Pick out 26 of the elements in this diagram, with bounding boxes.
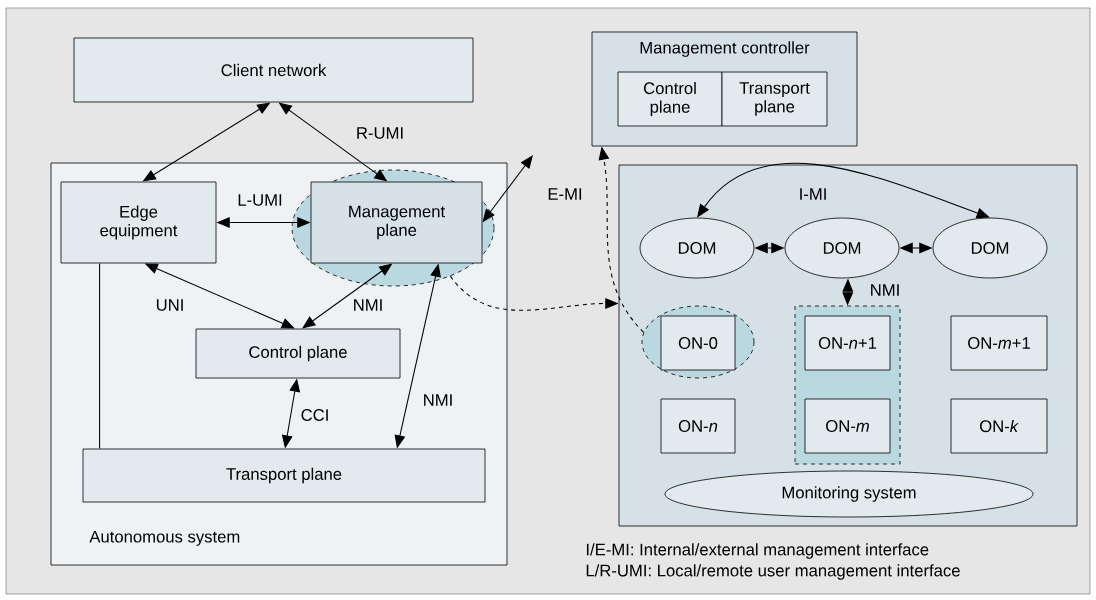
plane-box: Control plane — [617, 71, 723, 127]
node-box: ON-k — [950, 398, 1048, 454]
node-box: ON-m+1 — [950, 315, 1048, 371]
node-box: ON-n — [660, 398, 736, 454]
node-box: ON-n+1 — [804, 315, 891, 371]
edge-label: CCI — [301, 409, 328, 421]
network-box: Client network — [73, 37, 474, 103]
plane-box: Management plane — [310, 181, 483, 264]
edge-label: UNI — [156, 299, 183, 311]
node-box: ON-m — [804, 398, 891, 454]
edge-label: L-UMI — [238, 194, 282, 206]
edge-label: E-MI — [548, 188, 582, 200]
edge-label: NMI — [424, 394, 452, 406]
line — [99, 262, 101, 450]
note-text: I/E-MI: Internal/external management interface — [586, 543, 929, 559]
edge-label: NMI — [354, 299, 382, 311]
plane-box: Transport plane — [721, 71, 828, 127]
edge-label: I-MI — [800, 188, 826, 200]
note-text: L/R-UMI: Local/remote user management interface — [586, 564, 960, 580]
equipment-box: Edge equipment — [60, 181, 217, 264]
arrow — [697, 162, 990, 219]
plane-box: Transport plane — [82, 448, 486, 503]
plane-box: Control plane — [195, 328, 401, 379]
node-box: ON-0 — [660, 315, 736, 371]
edge-label: R-UMI — [357, 127, 403, 139]
edge-label: NMI — [871, 284, 899, 296]
